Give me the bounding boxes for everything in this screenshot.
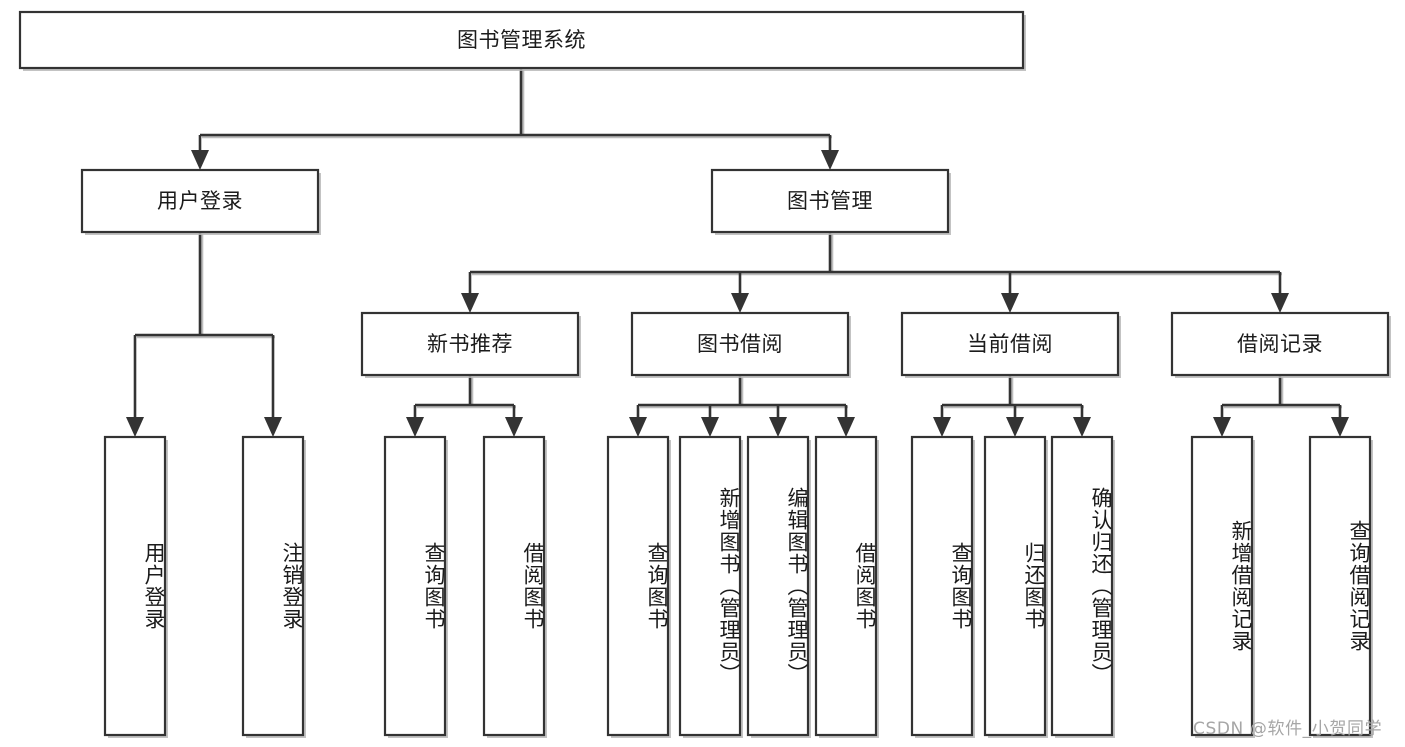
node-label-book-borrow: 图书借阅 <box>697 332 783 356</box>
node-leaf-query-book-2[interactable] <box>606 435 671 738</box>
node-label-new-book-rec: 新书推荐 <box>427 332 513 356</box>
node-rect[interactable] <box>910 435 974 737</box>
connector-shadow <box>472 234 1282 276</box>
node-book-borrow[interactable] <box>630 311 851 378</box>
arrow-head-icon <box>1271 293 1289 313</box>
connector-borrow-record-to-leaves <box>1213 375 1349 437</box>
arrow-head-icon <box>731 293 749 313</box>
node-leaf-add-book[interactable] <box>678 435 743 738</box>
arrow-head-icon <box>629 417 647 437</box>
node-rect[interactable] <box>360 311 580 377</box>
node-leaf-query-book-3[interactable] <box>910 435 975 738</box>
arrow-head-icon <box>1073 417 1091 437</box>
node-rect[interactable] <box>18 10 1025 70</box>
arrow-head-icon <box>126 417 144 437</box>
node-rect[interactable] <box>900 311 1120 377</box>
node-leaf-borrow-book-2[interactable] <box>814 435 879 738</box>
connector-shadow <box>944 377 1084 409</box>
watermark-text: CSDN @软件_小贺同学 <box>1193 719 1383 739</box>
connector-shadow <box>640 377 848 409</box>
node-leaf-query-record[interactable] <box>1308 435 1373 738</box>
connector-book-borrow-to-leaves <box>629 375 855 437</box>
node-user-login[interactable] <box>80 168 321 235</box>
node-rect[interactable] <box>606 435 670 737</box>
node-rect[interactable] <box>1190 435 1254 737</box>
connector-user-login-to-leaves <box>126 232 282 437</box>
node-rect[interactable] <box>80 168 320 234</box>
arrow-head-icon <box>1006 417 1024 437</box>
node-book-manage[interactable] <box>710 168 951 235</box>
node-leaf-user-login[interactable] <box>103 435 168 738</box>
connectors-layer <box>126 68 1349 437</box>
node-current-borrow[interactable] <box>900 311 1121 378</box>
node-label-user-login: 用户登录 <box>157 189 243 213</box>
arrow-head-icon <box>701 417 719 437</box>
arrow-head-icon <box>505 417 523 437</box>
node-rect[interactable] <box>103 435 167 737</box>
node-rect[interactable] <box>482 435 546 737</box>
node-rect[interactable] <box>1308 435 1372 737</box>
arrow-head-icon <box>821 150 839 170</box>
arrow-head-icon <box>769 417 787 437</box>
node-leaf-query-book-1[interactable] <box>383 435 448 738</box>
arrow-head-icon <box>837 417 855 437</box>
arrow-head-icon <box>191 150 209 170</box>
node-leaf-return-book[interactable] <box>983 435 1048 738</box>
node-rect[interactable] <box>710 168 950 234</box>
node-new-book-rec[interactable] <box>360 311 581 378</box>
arrow-head-icon <box>264 417 282 437</box>
arrow-head-icon <box>1001 293 1019 313</box>
connector-book-manage-to-level2 <box>461 232 1289 313</box>
connector-new-book-rec-to-leaves <box>406 375 523 437</box>
connector-shadow <box>202 70 832 139</box>
connector-shadow <box>1224 377 1342 409</box>
node-rect[interactable] <box>746 435 810 737</box>
connector-shadow <box>137 234 275 339</box>
arrow-head-icon <box>933 417 951 437</box>
node-rect[interactable] <box>814 435 878 737</box>
connector-shadow <box>417 377 516 409</box>
node-label-current-borrow: 当前借阅 <box>967 332 1053 356</box>
node-rect[interactable] <box>241 435 305 737</box>
node-leaf-borrow-book-1[interactable] <box>482 435 547 738</box>
node-label-borrow-record: 借阅记录 <box>1237 332 1323 356</box>
arrow-head-icon <box>1213 417 1231 437</box>
node-boxes-layer <box>18 10 1391 738</box>
node-label-book-manage: 图书管理 <box>787 189 873 213</box>
connector-root-to-level1 <box>191 68 839 170</box>
node-rect[interactable] <box>983 435 1047 737</box>
node-rect[interactable] <box>1050 435 1114 737</box>
node-rect[interactable] <box>383 435 447 737</box>
node-rect[interactable] <box>678 435 742 737</box>
node-leaf-confirm-return[interactable] <box>1050 435 1115 738</box>
node-root[interactable] <box>18 10 1026 71</box>
connector-current-borrow-to-leaves <box>933 375 1091 437</box>
node-leaf-user-logout[interactable] <box>241 435 306 738</box>
node-borrow-record[interactable] <box>1170 311 1391 378</box>
node-leaf-edit-book[interactable] <box>746 435 811 738</box>
node-label-root: 图书管理系统 <box>457 28 586 52</box>
arrow-head-icon <box>406 417 424 437</box>
arrow-head-icon <box>1331 417 1349 437</box>
node-rect[interactable] <box>630 311 850 377</box>
arrow-head-icon <box>461 293 479 313</box>
node-rect[interactable] <box>1170 311 1390 377</box>
node-leaf-add-record[interactable] <box>1190 435 1255 738</box>
